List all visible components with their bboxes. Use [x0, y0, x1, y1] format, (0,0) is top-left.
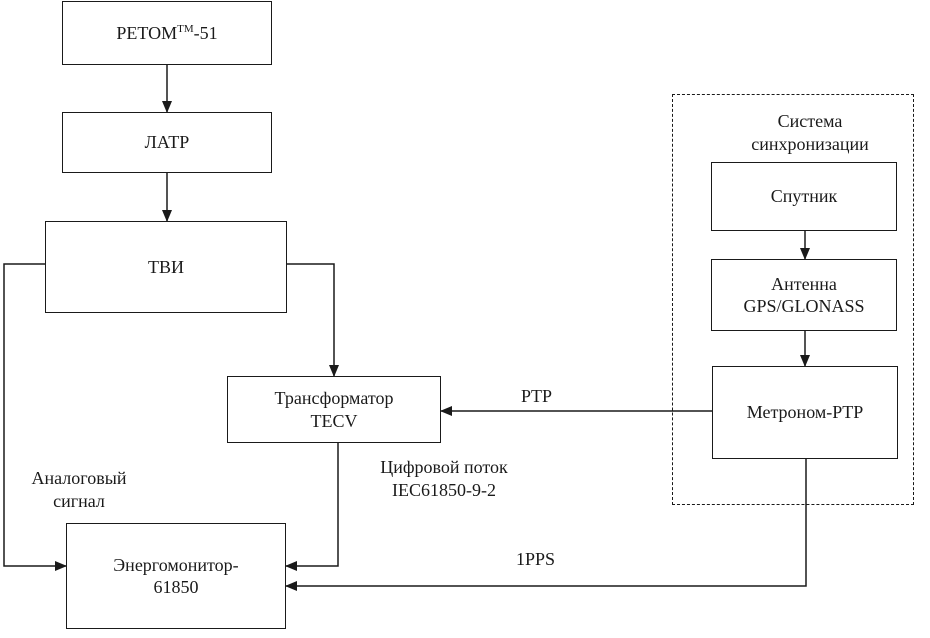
node-metronom: Метроном-PTP: [712, 366, 898, 459]
sync-system-group: [672, 94, 914, 505]
label-ptp: PTP: [521, 386, 553, 406]
node-latr: ЛАТР: [62, 112, 272, 173]
edge-metronom-to-energomonitor-pps: [285, 459, 807, 591]
node-latr-label: ЛАТР: [144, 132, 190, 153]
label-analog-signal-line-1: Аналоговый: [31, 468, 127, 488]
sync-system-label-line-1: Система: [777, 111, 843, 131]
node-antenna-line-1: Антенна: [771, 273, 837, 294]
node-metronom-label: Метроном-PTP: [746, 402, 864, 423]
sync-system-label: Система синхронизации: [700, 110, 920, 155]
node-retom-label: РЕТОМTM-51: [116, 22, 217, 45]
node-satellite: Спутник: [711, 162, 897, 231]
label-digital-stream-line-1: Цифровой поток: [380, 457, 508, 477]
edge-transformer-to-energomonitor: [285, 443, 339, 571]
node-transformer-line-2: TECV: [310, 410, 358, 431]
node-antenna-line-2: GPS/GLONASS: [743, 296, 865, 316]
label-digital-stream: Цифровой поток IEC61850-9-2: [356, 456, 532, 501]
node-transformer: Трансформатор TECV: [227, 376, 441, 443]
label-digital-stream-line-2: IEC61850-9-2: [392, 479, 496, 500]
edge-tvi-to-transformer: [287, 263, 339, 377]
sync-system-label-line-2: синхронизации: [751, 133, 869, 154]
node-tvi-label: ТВИ: [148, 256, 184, 277]
node-energomonitor: Энергомонитор- 61850: [66, 523, 286, 629]
node-retom: РЕТОМTM-51: [62, 1, 272, 65]
node-transformer-line-1: Трансформатор: [274, 388, 394, 408]
node-antenna: Антенна GPS/GLONASS: [711, 259, 897, 331]
node-retom-suffix: -51: [193, 22, 218, 43]
label-analog-signal: Аналоговый сигнал: [20, 467, 138, 512]
node-retom-main: РЕТОМ: [116, 22, 178, 43]
edge-tvi-to-energomonitor-analog: [3, 263, 67, 571]
label-analog-signal-line-2: сигнал: [53, 490, 105, 511]
node-energomonitor-line-1: Энергомонитор-: [113, 554, 239, 575]
node-tvi: ТВИ: [45, 221, 287, 313]
node-satellite-label: Спутник: [770, 186, 838, 207]
node-retom-sup: TM: [177, 22, 194, 35]
label-1pps: 1PPS: [516, 549, 556, 569]
node-energomonitor-line-2: 61850: [153, 577, 199, 597]
